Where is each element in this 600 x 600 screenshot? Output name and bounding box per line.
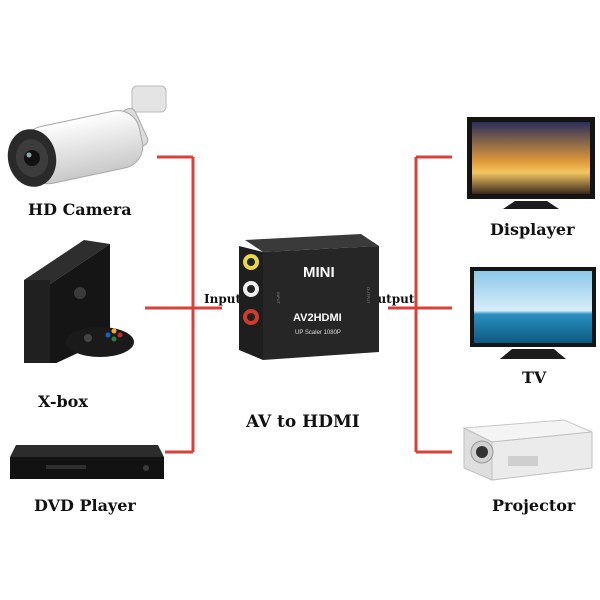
device-brand-text: MINI (303, 264, 335, 281)
source-label-dvd-player: DVD Player (34, 496, 136, 515)
monitor-icon (467, 117, 595, 209)
game-console-icon (24, 240, 134, 363)
tv-icon (470, 267, 596, 359)
av2hdmi-converter-icon: MINI AV2HDMI UP Scaler 1080P INPUT OUTPU… (239, 234, 379, 360)
output-label-projector: Projector (492, 496, 576, 515)
source-label-xbox: X-box (38, 392, 88, 411)
output-label-tv: TV (522, 368, 547, 387)
cctv-camera-icon (7, 85, 167, 187)
output-label-displayer: Displayer (490, 220, 575, 239)
device-side-right-text: OUTPUT (366, 287, 371, 304)
input-label: Input (204, 292, 241, 306)
device-side-left-text: INPUT (276, 292, 281, 305)
device-sub-text: UP Scaler 1080P (295, 330, 341, 336)
source-label-hd-camera: HD Camera (28, 200, 132, 219)
dvd-player-icon (10, 445, 164, 479)
projector-icon (462, 419, 593, 481)
device-model-text: AV2HDMI (293, 312, 342, 324)
center-title: AV to HDMI (246, 412, 360, 432)
